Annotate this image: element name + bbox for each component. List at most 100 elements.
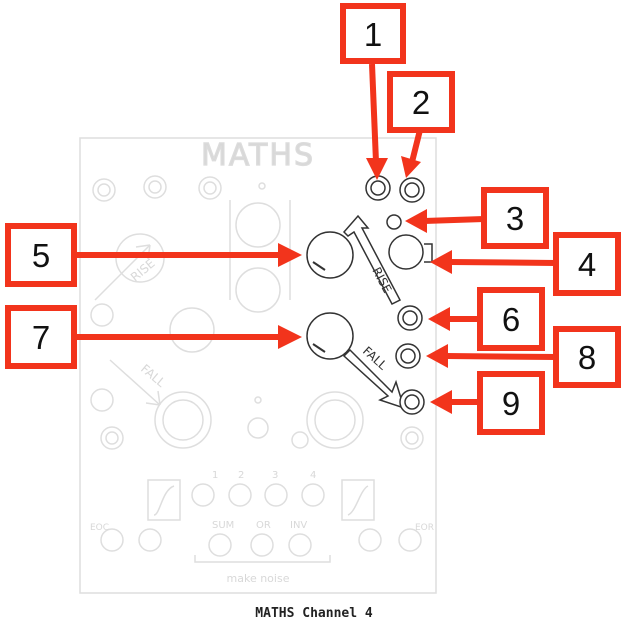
callout-box-3: 3	[481, 187, 549, 249]
variable-output-jack-inner	[404, 394, 420, 410]
callout-number-9: 9	[502, 385, 520, 422]
arrow-9-head	[430, 390, 452, 414]
panel-knob	[306, 391, 364, 449]
callout-box-4: 4	[553, 232, 621, 296]
callout-number-6: 6	[502, 301, 520, 338]
callout-box-7: 7	[5, 305, 77, 369]
panel-jack	[105, 431, 119, 445]
panel-box	[341, 479, 375, 521]
panel-jack	[100, 528, 124, 552]
panel-jack	[203, 181, 217, 195]
panel-logo: MATHS	[201, 138, 315, 173]
rise-knob	[306, 231, 354, 279]
arrow-2-head	[401, 156, 421, 178]
channel-4-components: RISE FALL	[306, 175, 433, 415]
both-cv-jack-inner	[400, 348, 416, 364]
panel-knob	[169, 307, 215, 353]
callout-arrows	[76, 63, 557, 414]
figure-caption: MATHS Channel 4	[255, 606, 373, 621]
callout-box-8: 8	[553, 326, 621, 388]
arrow-5-head	[278, 243, 302, 267]
panel-jack	[208, 533, 232, 557]
panel-led	[258, 182, 266, 190]
rise-knob-pointer	[312, 261, 326, 271]
callout-number-1: 1	[364, 16, 382, 53]
callout-box-2: 2	[387, 71, 455, 133]
panel-led	[254, 396, 262, 404]
panel-arrow	[109, 359, 161, 406]
callout-number-7: 7	[32, 319, 50, 356]
cycle-led	[386, 214, 402, 230]
panel-jack	[198, 176, 222, 200]
panel-jack	[90, 388, 114, 412]
callout-box-1: 1	[340, 3, 406, 64]
panel-jack	[247, 417, 269, 439]
panel-box	[147, 479, 181, 521]
panel-knob	[235, 202, 281, 248]
panel-label-ch3: 3	[272, 470, 278, 481]
arrow-8-head	[426, 344, 448, 368]
callout-number-2: 2	[412, 84, 430, 121]
panel-outline	[79, 137, 437, 594]
panel-jack	[405, 431, 419, 445]
panel-jack	[143, 175, 167, 199]
arrow-8	[445, 353, 557, 360]
arrow-4	[449, 259, 557, 266]
panel-curve	[347, 485, 369, 516]
panel-label-sum: SUM	[212, 520, 234, 531]
panel-jack	[191, 483, 215, 507]
panel-jack	[400, 426, 424, 450]
fall-label: FALL	[360, 344, 390, 373]
callout-number-3: 3	[506, 200, 524, 237]
panel-jack	[291, 431, 309, 449]
panel-jack	[358, 528, 382, 552]
panel-label-or: OR	[256, 520, 271, 531]
trigger-input-jack-inner	[370, 180, 386, 196]
arrow-1-head	[366, 158, 388, 180]
callout-number-4: 4	[578, 246, 596, 283]
callout-number-8: 8	[578, 339, 596, 376]
arrow-3	[423, 216, 485, 224]
panel-knob	[154, 391, 212, 449]
signal-input-jack-inner	[404, 182, 420, 198]
panel-jack	[90, 303, 114, 327]
panel-jack	[228, 483, 252, 507]
panel-jack	[301, 483, 325, 507]
panel-jack	[398, 528, 422, 552]
panel-label-fall-left: FALL	[138, 362, 168, 391]
panel-knob	[162, 399, 204, 441]
panel-label-inv: INV	[290, 520, 307, 531]
panel-label-eoc: EOC	[90, 523, 109, 533]
fall-knob-pointer	[312, 343, 326, 353]
panel-curve	[153, 485, 175, 516]
callout-number-5: 5	[32, 237, 50, 274]
panel-label-rise-left: RISE	[128, 256, 158, 284]
panel-jack	[138, 528, 162, 552]
callout-box-6: 6	[477, 287, 545, 351]
callout-boxes: 1 2 3 4 5 6 7 8	[5, 3, 621, 435]
arrow-3-head	[405, 209, 427, 233]
arrow-4-head	[430, 250, 452, 274]
arrow-6-head	[428, 307, 450, 331]
panel-jack	[100, 426, 124, 450]
arrow-1	[369, 63, 379, 163]
panel-label-ch4: 4	[310, 470, 316, 481]
fall-arrow-graphic	[342, 348, 406, 410]
cycle-button	[388, 234, 424, 270]
panel-bracket	[194, 555, 331, 563]
rise-cv-jack-inner	[402, 310, 418, 326]
panel-knob	[314, 399, 356, 441]
panel-jack	[264, 483, 288, 507]
fall-knob	[306, 312, 354, 360]
rise-arrow-graphic	[342, 214, 402, 305]
callout-box-9: 9	[477, 371, 545, 435]
arrow-2	[409, 129, 423, 163]
panel-maker-logo: make noise	[227, 572, 290, 585]
rise-label: RISE	[369, 265, 394, 295]
panel-jack	[148, 180, 162, 194]
arrow-7-head	[278, 325, 302, 349]
panel-label-eor: EOR	[415, 523, 434, 533]
cycle-button-label-mark	[424, 243, 433, 263]
panel-jack	[250, 533, 274, 557]
